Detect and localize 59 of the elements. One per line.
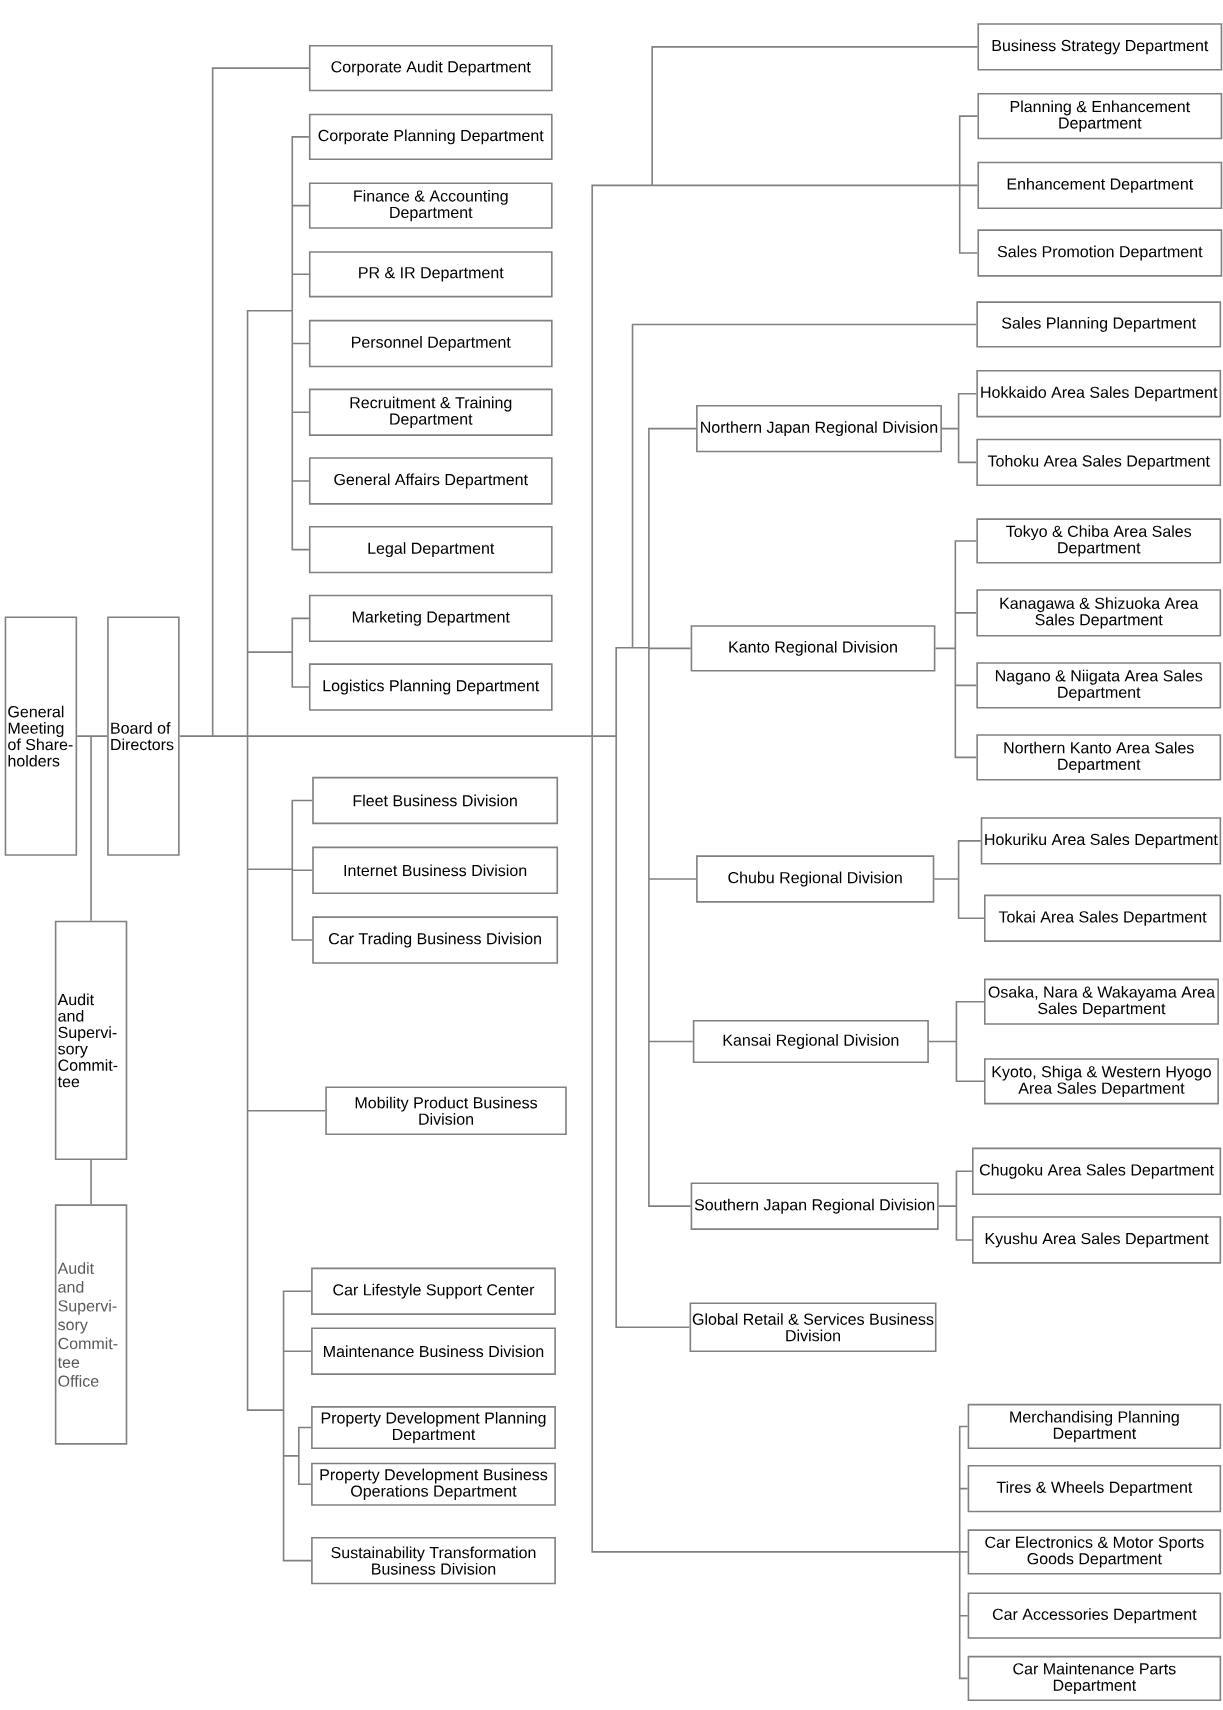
department-box: Kyushu Area Sales Department	[972, 1216, 1222, 1264]
department-box: Sales Promotion Department	[977, 229, 1223, 277]
connector-line	[76, 735, 109, 922]
center-box: Car Lifestyle Support Center	[311, 1267, 557, 1315]
department-box: Recruitment & Training Department	[309, 388, 553, 436]
department-box: Northern Kanto Area Sales Department	[976, 734, 1222, 781]
connector-line	[938, 1170, 973, 1241]
department-box: Planning & Enhancement Department	[977, 93, 1223, 140]
department-box: Hokuriku Area Sales Department	[980, 817, 1222, 865]
division-box: Mobility Product Business Division	[325, 1086, 568, 1135]
department-box: Car Maintenance Parts Department	[967, 1655, 1222, 1701]
department-box: Nagano & Niigata Area Sales Department	[976, 662, 1222, 709]
department-box: Tokyo & Chiba Area Sales Department	[976, 518, 1222, 564]
department-box: Property Development Business Operations Department	[311, 1462, 557, 1506]
department-box: Business Strategy Department	[977, 23, 1223, 71]
department-box: Finance & Accounting Department	[309, 182, 553, 229]
department-box: General Affairs Department	[309, 457, 553, 505]
connector-line	[934, 540, 978, 759]
division-box: Car Trading Business Division	[312, 916, 559, 964]
division-box: Sustainability Transformation Business Division	[311, 1536, 557, 1585]
department-box: Car Electronics & Motor Sports Goods Department	[967, 1529, 1222, 1575]
division-box: Global Retail & Services Business Division	[689, 1302, 937, 1352]
department-box: Property Development Planning Department	[311, 1406, 557, 1450]
committee-box: Audit and Supervi-sory Commit-tee	[55, 920, 128, 1161]
department-box: Kyoto, Shiga & Western Hyogo Area Sales Department	[984, 1058, 1220, 1105]
department-box: Enhancement Department	[977, 161, 1223, 210]
office-box: Audit and Supervi-sory Commit-tee Office	[55, 1204, 128, 1445]
department-box: Kanagawa & Shizuoka Area Sales Department	[976, 589, 1222, 637]
division-box: Kansai Regional Division	[693, 1019, 930, 1063]
connector-line	[933, 840, 985, 920]
department-box: Sales Planning Department	[976, 301, 1222, 348]
department-box: Tires & Wheels Department	[967, 1464, 1222, 1513]
department-box: Corporate Audit Department	[309, 45, 553, 92]
department-box: Corporate Planning Department	[309, 113, 553, 161]
department-box: Personnel Department	[309, 319, 553, 368]
division-box: Kanto Regional Division	[690, 625, 936, 672]
connector-line	[928, 1000, 985, 1083]
department-box: Osaka, Nara & Wakayama Area Sales Department	[984, 978, 1220, 1025]
division-box: Southern Japan Regional Division	[690, 1182, 939, 1230]
connector-line	[941, 392, 978, 464]
department-box: Logistics Planning Department	[309, 663, 553, 711]
department-box: Legal Department	[309, 525, 553, 574]
department-box: Chugoku Area Sales Department	[972, 1147, 1222, 1195]
department-box: Tokai Area Sales Department	[984, 894, 1222, 942]
department-box: Tohoku Area Sales Department	[976, 438, 1222, 487]
division-box: Fleet Business Division	[312, 776, 559, 825]
department-box: Merchandising Planning Department	[967, 1403, 1222, 1450]
connector-line	[179, 46, 979, 1680]
meeting-box: General Meeting of Share-holders	[4, 616, 78, 856]
division-box: Maintenance Business Division	[311, 1327, 557, 1375]
department-box: Marketing Department	[309, 594, 553, 643]
department-box: Hokkaido Area Sales Department	[976, 370, 1222, 418]
department-box: PR & IR Department	[309, 251, 553, 298]
department-box: Car Accessories Department	[967, 1592, 1222, 1639]
division-box: Internet Business Division	[312, 846, 559, 894]
division-box: Chubu Regional Division	[696, 855, 935, 903]
division-box: Northern Japan Regional Division	[696, 404, 943, 453]
board-box: Board of Directors	[107, 616, 180, 856]
connector-line	[90, 1159, 93, 1206]
